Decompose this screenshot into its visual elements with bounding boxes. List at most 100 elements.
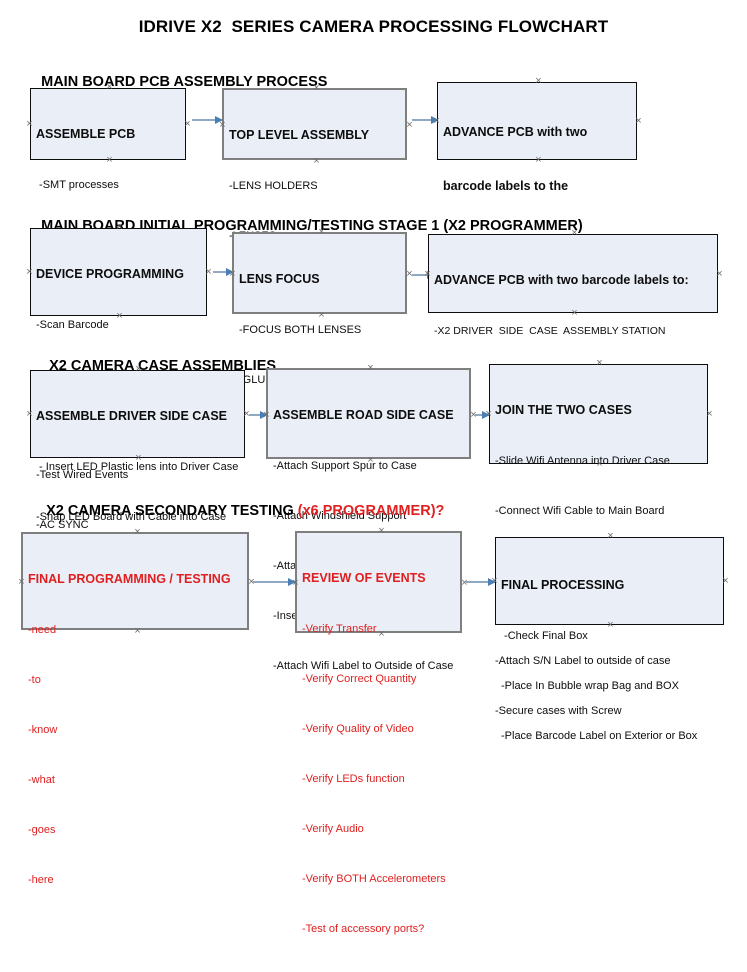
- flow-box-title: ADVANCE PCB with two barcode labels to:: [434, 273, 689, 287]
- handle-x-icon[interactable]: [312, 84, 321, 93]
- handle-x-icon[interactable]: [634, 117, 643, 126]
- flow-box-advance-pcb-to-x2-programming-station[interactable]: ADVANCE PCB with two barcode labels to t…: [437, 82, 637, 247]
- handle-x-icon[interactable]: [715, 270, 724, 279]
- flow-box-line: -FOCUS BOTH LENSES: [239, 324, 362, 336]
- handle-x-icon[interactable]: [405, 121, 414, 130]
- handle-x-icon[interactable]: [534, 77, 543, 86]
- section-heading-x2-camera-secondary-testing: X2 CAMERA SECONDARY TESTING (x6 PROGRAMM…: [30, 487, 444, 535]
- handle-x-icon[interactable]: [534, 156, 543, 165]
- flow-box-lens-focus[interactable]: LENS FOCUS -FOCUS BOTH LENSES -GLUE LENS…: [232, 232, 407, 386]
- section-heading-main-board-pcb-assembly: MAIN BOARD PCB ASSEMBLY PROCESS: [25, 58, 327, 106]
- handle-x-icon[interactable]: [366, 456, 375, 465]
- flow-box-join-the-two-cases[interactable]: JOIN THE TWO CASES -Slide Wifi Antenna i…: [489, 364, 708, 717]
- handle-x-icon[interactable]: [25, 268, 34, 277]
- flow-box-line: -Check Final Box: [501, 630, 588, 642]
- flow-box-line: -what: [28, 774, 55, 786]
- handle-x-icon[interactable]: [432, 117, 441, 126]
- handle-x-icon[interactable]: [490, 577, 499, 586]
- handle-x-icon[interactable]: [133, 627, 142, 636]
- connector-arrow: [253, 578, 296, 585]
- handle-x-icon[interactable]: [291, 579, 300, 588]
- flow-box-assemble-pcb[interactable]: ASSEMBLE PCB -SMT processes - HAND Solde…: [30, 88, 186, 291]
- flow-box-line: -AC SYNC: [36, 519, 89, 531]
- flow-box-line: -Verify Correct Quantity: [302, 673, 417, 685]
- handle-x-icon[interactable]: [705, 410, 714, 419]
- flow-box-final-programming-testing[interactable]: FINAL PROGRAMMING / TESTING -need -to -k…: [21, 532, 249, 886]
- handle-x-icon[interactable]: [721, 577, 730, 586]
- flow-box-line: -Place Barcode Label on Exterior or Box: [501, 730, 698, 742]
- flow-box-line: -to: [28, 674, 41, 686]
- handle-x-icon[interactable]: [606, 532, 615, 541]
- handle-x-icon[interactable]: [218, 121, 227, 130]
- handle-x-icon[interactable]: [312, 157, 321, 166]
- page-title: IDRIVE X2 SERIES CAMERA PROCESSING FLOWC…: [138, 17, 609, 36]
- handle-x-icon[interactable]: [606, 621, 615, 630]
- flow-box-assemble-road-side-case[interactable]: ASSEMBLE ROAD SIDE CASE -Attach Support …: [266, 368, 471, 672]
- flow-box-overflow-line: -Test of accessory ports?: [302, 923, 425, 935]
- handle-x-icon[interactable]: [484, 410, 493, 419]
- flow-box-title: ASSEMBLE ROAD SIDE CASE: [273, 408, 454, 422]
- handle-x-icon[interactable]: [423, 270, 432, 279]
- handle-x-icon[interactable]: [570, 309, 579, 318]
- flow-box-line: -Verify Audio: [302, 823, 364, 835]
- handle-x-icon[interactable]: [228, 270, 237, 279]
- handle-x-icon[interactable]: [469, 411, 478, 420]
- handle-x-icon[interactable]: [134, 365, 143, 374]
- handle-x-icon[interactable]: [204, 268, 213, 277]
- flow-box-title: FINAL PROGRAMMING / TESTING: [28, 572, 231, 586]
- handle-x-icon[interactable]: [105, 156, 114, 165]
- flow-box-title: FINAL PROCESSING: [501, 578, 625, 592]
- handle-x-icon[interactable]: [595, 359, 604, 368]
- handle-x-icon[interactable]: [366, 364, 375, 373]
- flow-box-line: - Insert LED Plastic lens into Driver Ca…: [36, 461, 239, 473]
- handle-x-icon[interactable]: [115, 312, 124, 321]
- flow-box-title: JOIN THE TWO CASES: [495, 403, 632, 417]
- flow-box-line: -Test Wired Events: [36, 469, 129, 481]
- flow-box-line: -Snap LED Board with Cable into Case: [36, 511, 227, 523]
- flow-box-title: TOP LEVEL ASSEMBLY: [229, 128, 370, 142]
- handle-x-icon[interactable]: [595, 460, 604, 469]
- handle-x-icon[interactable]: [25, 410, 34, 419]
- handle-x-icon[interactable]: [183, 120, 192, 129]
- flow-box-line: -need: [28, 624, 57, 636]
- flow-box-line: -Connect Wifi Cable to Main Board: [495, 505, 665, 517]
- handle-x-icon[interactable]: [25, 120, 34, 129]
- flow-box-title-line: barcode labels to the: [443, 179, 569, 193]
- handle-x-icon[interactable]: [247, 578, 256, 587]
- flow-box-review-of-events[interactable]: REVIEW OF EVENTS -Verify Transfer -Verif…: [295, 531, 462, 935]
- flow-box-line: -Verify Transfer: [302, 623, 377, 635]
- section-heading-red-text: (x6 PROGRAMMER)?: [297, 503, 445, 519]
- flow-box-line: -Scan Barcode: [36, 319, 109, 331]
- flow-box-line: -Verify Quality of Video: [302, 723, 414, 735]
- handle-x-icon[interactable]: [317, 228, 326, 237]
- flow-box-line: -SMT processes: [36, 179, 119, 191]
- handle-x-icon[interactable]: [570, 229, 579, 238]
- handle-x-icon[interactable]: [262, 411, 271, 420]
- handle-x-icon[interactable]: [105, 83, 114, 92]
- flow-box-line: -goes: [28, 824, 56, 836]
- flow-box-line: -Place In Bubble wrap Bag and BOX: [501, 680, 679, 692]
- handle-x-icon[interactable]: [317, 311, 326, 320]
- flow-box-line: -know: [28, 724, 58, 736]
- flow-box-line: -Verify BOTH Accelerometers: [302, 873, 446, 885]
- handle-x-icon[interactable]: [133, 528, 142, 537]
- flow-box-title: ASSEMBLE PCB: [36, 127, 136, 141]
- flow-box-line: -here: [28, 874, 54, 886]
- flow-box-final-processing[interactable]: FINAL PROCESSING -Check Final Box -Place…: [495, 537, 724, 742]
- flow-box-assemble-driver-side-case[interactable]: ASSEMBLE DRIVER SIDE CASE - Insert LED P…: [30, 370, 245, 623]
- flow-box-title: DEVICE PROGRAMMING: [36, 267, 184, 281]
- flow-box-line: -X2 DRIVER SIDE CASE ASSEMBLY STATION: [434, 325, 666, 337]
- handle-x-icon[interactable]: [115, 223, 124, 232]
- flow-box-top-level-assembly[interactable]: TOP LEVEL ASSEMBLY -LENS HOLDERS -LENSES: [222, 88, 407, 242]
- flow-box-device-programming[interactable]: DEVICE PROGRAMMING -Scan Barcode -Boot L…: [30, 228, 207, 531]
- flow-box-title: REVIEW OF EVENTS: [302, 571, 426, 585]
- flow-box-line: -Slide Wifi Antenna into Driver Case: [495, 455, 670, 467]
- flow-box-line: -LENS HOLDERS: [229, 180, 318, 192]
- handle-x-icon[interactable]: [17, 578, 26, 587]
- flowchart-canvas: IDRIVE X2 SERIES CAMERA PROCESSING FLOWC…: [0, 0, 747, 662]
- handle-x-icon[interactable]: [134, 454, 143, 463]
- flow-box-advance-pcb-to-driver-side-case-assembly[interactable]: ADVANCE PCB with two barcode labels to: …: [428, 234, 718, 337]
- handle-x-icon[interactable]: [377, 630, 386, 639]
- handle-x-icon[interactable]: [377, 527, 386, 536]
- flow-box-title: ASSEMBLE DRIVER SIDE CASE: [36, 409, 228, 423]
